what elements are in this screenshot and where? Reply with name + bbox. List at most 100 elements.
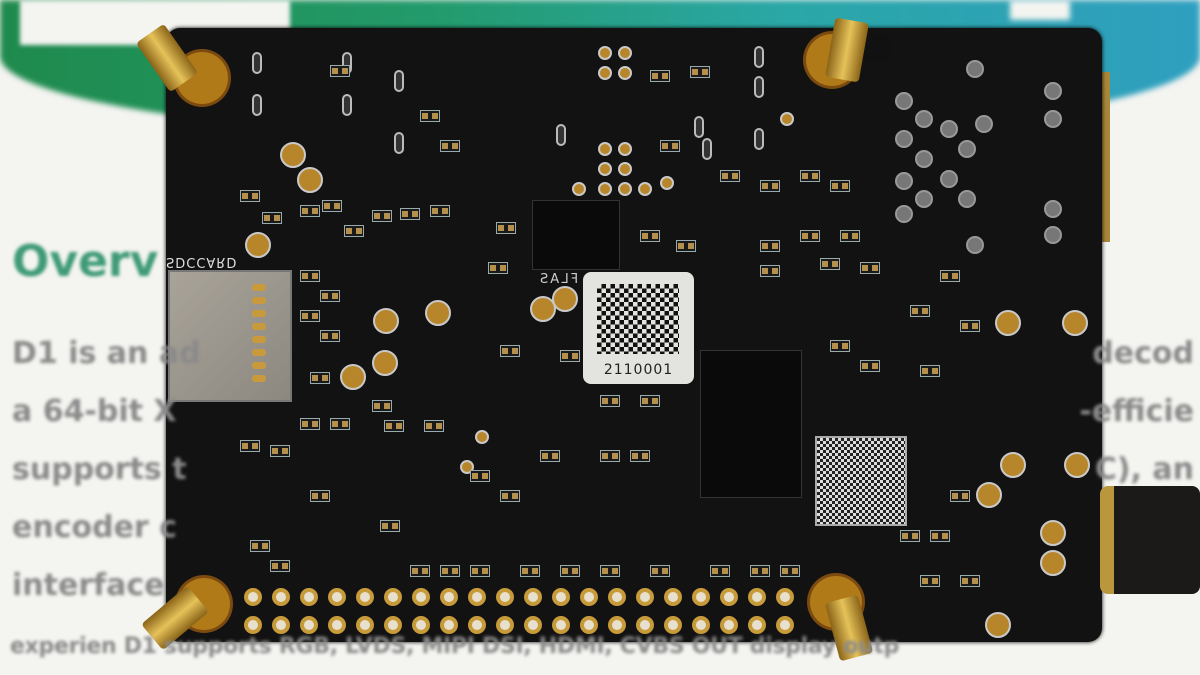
smd-component (760, 180, 780, 192)
header-pin-hole (468, 588, 486, 606)
sd-card-slot (168, 270, 292, 402)
connector-pin (895, 205, 913, 223)
usb-c-cable (1100, 486, 1200, 594)
sd-contact (252, 336, 266, 343)
mounting-slot (754, 128, 764, 150)
header-pin-hole (552, 616, 570, 634)
header-pin-hole (496, 588, 514, 606)
smd-component (940, 270, 960, 282)
via (598, 66, 612, 80)
silkscreen-sdcard: SDCCARD (166, 254, 238, 269)
background-text: interface (12, 568, 165, 603)
header-pin-hole (272, 616, 290, 634)
smd-component (760, 240, 780, 252)
test-pad (530, 296, 556, 322)
via (638, 182, 652, 196)
silkscreen-flash: FLAS (538, 272, 579, 287)
header-pin-hole (356, 616, 374, 634)
header-pin-hole (720, 616, 738, 634)
header-pin-hole (580, 616, 598, 634)
smd-component (676, 240, 696, 252)
header-pin-hole (272, 588, 290, 606)
mounting-slot (702, 138, 712, 160)
sd-contact (252, 297, 266, 304)
via (598, 162, 612, 176)
smd-component (310, 372, 330, 384)
background-text: experien D1 supports RGB, LVDS, MIPI DSI… (10, 634, 900, 659)
connector-pin (966, 60, 984, 78)
connector-pin (975, 115, 993, 133)
smd-component (410, 565, 430, 577)
background-text: -efficie (1079, 394, 1194, 429)
smd-component (500, 490, 520, 502)
smd-component (400, 208, 420, 220)
via (598, 46, 612, 60)
smd-component (500, 345, 520, 357)
smd-component (440, 140, 460, 152)
smd-component (780, 565, 800, 577)
smd-component (920, 575, 940, 587)
mounting-slot (252, 94, 262, 116)
test-pad (976, 482, 1002, 508)
connector-pin (915, 110, 933, 128)
test-pad (372, 350, 398, 376)
connector-pin (915, 190, 933, 208)
header-pin-hole (776, 588, 794, 606)
smd-component (320, 290, 340, 302)
smd-component (630, 450, 650, 462)
smd-component (330, 418, 350, 430)
via (598, 182, 612, 196)
qr-label: 2110001 (583, 272, 694, 384)
smd-component (330, 65, 350, 77)
mounting-slot (754, 76, 764, 98)
smd-component (496, 222, 516, 234)
header-pin-hole (328, 616, 346, 634)
smd-component (372, 400, 392, 412)
smd-component (600, 395, 620, 407)
header-pin-hole (636, 616, 654, 634)
smd-component (650, 565, 670, 577)
smd-component (470, 565, 490, 577)
smd-component (488, 262, 508, 274)
smd-component (910, 305, 930, 317)
header-pin-hole (664, 616, 682, 634)
test-pad (1000, 452, 1026, 478)
mounting-slot (556, 124, 566, 146)
via (618, 66, 632, 80)
mounting-slot (754, 46, 764, 68)
connector-pin (915, 150, 933, 168)
via (618, 162, 632, 176)
connector-pin (1044, 200, 1062, 218)
header-pin-hole (468, 616, 486, 634)
header-pin-hole (580, 588, 598, 606)
header-pin-hole (384, 588, 402, 606)
sd-contact (252, 310, 266, 317)
sd-contact (252, 362, 266, 369)
bga-footprint (815, 436, 907, 526)
smd-component (300, 205, 320, 217)
smd-component (640, 395, 660, 407)
connector-pin (940, 120, 958, 138)
header-pin-hole (608, 588, 626, 606)
mounting-slot (252, 52, 262, 74)
via (618, 46, 632, 60)
header-pin-hole (748, 588, 766, 606)
smd-component (520, 565, 540, 577)
via (618, 182, 632, 196)
smd-component (470, 470, 490, 482)
test-pad (373, 308, 399, 334)
background-text: a 64-bit X (12, 394, 177, 429)
connector-pin (940, 170, 958, 188)
mounting-slot (394, 132, 404, 154)
header-pin-hole (748, 616, 766, 634)
test-pad (340, 364, 366, 390)
smd-component (960, 575, 980, 587)
header-pin-hole (524, 588, 542, 606)
smd-component (560, 565, 580, 577)
sd-contact (252, 349, 266, 356)
smd-component (560, 350, 580, 362)
connector-pin (895, 92, 913, 110)
smd-component (930, 530, 950, 542)
header-pin-hole (496, 616, 514, 634)
smd-component (300, 310, 320, 322)
